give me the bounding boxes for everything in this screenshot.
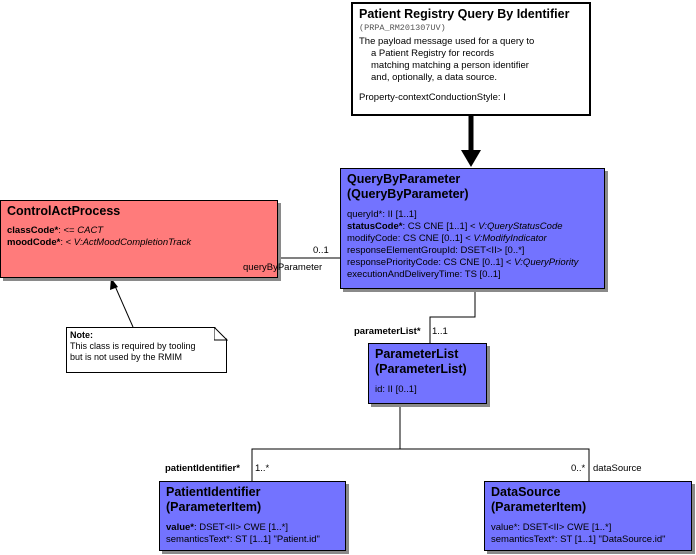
- entry-point-box: Patient Registry Query By Identifier (PR…: [351, 2, 591, 116]
- attribute-query-id: queryId*: II [1..1]: [347, 209, 417, 220]
- note-line: This class is required by tooling: [70, 341, 196, 351]
- entry-title: Patient Registry Query By Identifier: [359, 7, 570, 21]
- query-by-parameter-role-label: queryByParameter: [243, 262, 323, 273]
- parameter-list-connector: [429, 289, 476, 343]
- parameter-list-role-label: parameterList*: [354, 326, 421, 337]
- note-arrowhead: [110, 278, 118, 290]
- attribute-execution-and-delivery-time: executionAndDeliveryTime: TS [0..1]: [347, 269, 501, 280]
- class-subtitle: (ParameterItem): [166, 500, 262, 514]
- note-line: but is not used by the RMIM: [70, 352, 183, 362]
- entry-code: (PRPA_RM201307UV): [359, 23, 446, 33]
- patient-identifier-multiplicity: 1..*: [255, 463, 270, 474]
- control-act-process-class: ControlActProcess classCode*: <= CACT mo…: [0, 200, 278, 278]
- entry-description-line: a Patient Registry for records: [371, 48, 495, 59]
- class-title: PatientIdentifier: [166, 485, 261, 499]
- parameter-list-multiplicity: 1..1: [432, 326, 448, 337]
- patient-identifier-role-label: patientIdentifier*: [165, 463, 240, 474]
- entry-description: The payload message used for a query to …: [359, 36, 589, 84]
- query-by-parameter-class: QueryByParameter (QueryByParameter) quer…: [340, 168, 605, 289]
- attribute-id: id: II [0..1]: [375, 384, 417, 395]
- attribute-list: value*: DSET<II> CWE [1..*] semanticsTex…: [166, 522, 339, 546]
- entry-description-line: The payload message used for a query to: [359, 36, 535, 47]
- data-source-connector: [400, 448, 590, 481]
- attribute-status-code: statusCode*: CS CNE [1..1] < V:QueryStat…: [347, 221, 563, 232]
- entry-arrowhead: [461, 150, 481, 167]
- attribute-list: queryId*: II [1..1] statusCode*: CS CNE …: [347, 209, 598, 281]
- data-source-multiplicity: 0..*: [571, 463, 586, 474]
- attribute-list: value*: DSET<II> CWE [1..*] semanticsTex…: [491, 522, 685, 546]
- query-by-parameter-multiplicity: 0..1: [313, 245, 329, 256]
- attribute-value: value*: DSET<II> CWE [1..*]: [491, 522, 612, 533]
- attribute-modify-code: modifyCode: CS CNE [0..1] < V:ModifyIndi…: [347, 233, 547, 244]
- note-connector: [114, 285, 134, 328]
- class-subtitle: (QueryByParameter): [347, 187, 469, 201]
- class-title: QueryByParameter: [347, 172, 461, 186]
- data-source-role-label: dataSource: [593, 463, 642, 474]
- note-folded-corner: [214, 327, 228, 341]
- class-subtitle: (ParameterList): [375, 362, 467, 376]
- entry-description-line: matching matching a person identifier: [371, 60, 529, 71]
- entry-description-line: and, optionally, a data source.: [371, 72, 498, 83]
- entry-property: Property-contextConductionStyle: I: [359, 92, 506, 103]
- attribute-value: value*: DSET<II> CWE [1..*]: [166, 522, 288, 533]
- parameter-list-class: ParameterList (ParameterList) id: II [0.…: [368, 343, 487, 404]
- class-title: ControlActProcess: [7, 204, 121, 218]
- attribute-class-code: classCode*: <= CACT: [7, 225, 104, 236]
- parameter-items-connector: [251, 404, 401, 481]
- class-title: ParameterList: [375, 347, 459, 361]
- note-heading: Note:: [70, 330, 93, 340]
- attribute-mood-code: moodCode*: < V:ActMoodCompletionTrack: [7, 237, 192, 248]
- attribute-response-element-group-id: responseElementGroupId: DSET<II> [0..*]: [347, 245, 525, 256]
- class-title: DataSource: [491, 485, 561, 499]
- patient-identifier-class: PatientIdentifier (ParameterItem) value*…: [159, 481, 346, 551]
- note-box: Note: This class is required by tooling …: [66, 327, 227, 373]
- attribute-semantics-text: semanticsText*: ST [1..1] "Patient.id": [166, 534, 320, 545]
- data-source-class: DataSource (ParameterItem) value*: DSET<…: [484, 481, 692, 551]
- class-subtitle: (ParameterItem): [491, 500, 587, 514]
- attribute-response-priority-code: responsePriorityCode: CS CNE [0..1] < V:…: [347, 257, 579, 268]
- attribute-semantics-text: semanticsText*: ST [1..1] "DataSource.id…: [491, 534, 666, 545]
- attribute-list: classCode*: <= CACT moodCode*: < V:ActMo…: [7, 225, 271, 249]
